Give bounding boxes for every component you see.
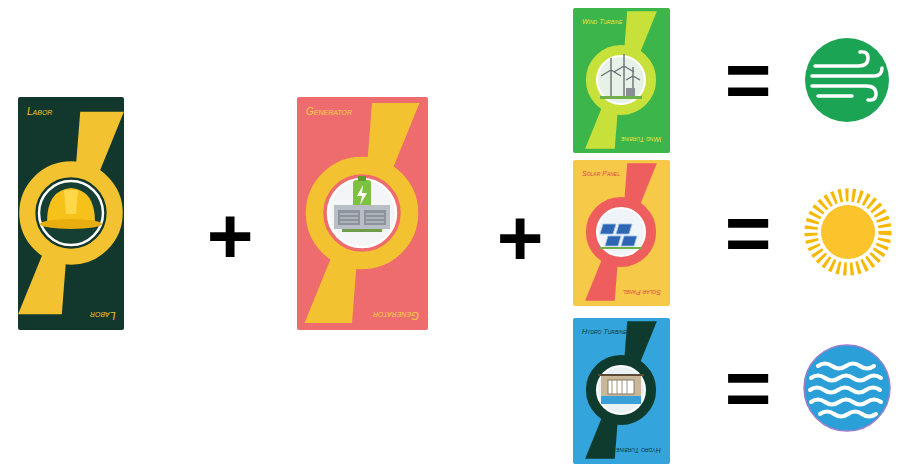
operator-sign: =: [725, 348, 772, 428]
card-title: Labor: [27, 107, 52, 117]
energy-card: Hydro TurbineHydro Turbine: [573, 318, 670, 464]
card-title: Solar Panel: [623, 289, 661, 296]
generator-building: [334, 205, 390, 229]
energy-card: LaborLabor: [18, 97, 124, 330]
operator-sign: +: [497, 198, 544, 278]
water-icon: [804, 345, 890, 431]
battery: [353, 180, 371, 210]
card-title: Hydro Turbine: [582, 328, 627, 335]
operator-sign: +: [207, 196, 254, 276]
wind-emblem: [585, 11, 657, 148]
solar-emblem: [585, 163, 657, 300]
wind-turbine: [601, 54, 640, 96]
card-title: Solar Panel: [582, 170, 620, 177]
card-title: Hydro Turbine: [616, 447, 661, 454]
generator-emblem: [305, 103, 420, 323]
operator-sign: =: [725, 40, 772, 120]
wind-icon: [805, 38, 889, 122]
card-title: Labor: [90, 310, 115, 320]
sun-icon: [804, 188, 892, 276]
labor-emblem: [18, 112, 124, 314]
hard-hat: [47, 188, 95, 222]
card-title: Wind Turbine: [621, 136, 661, 143]
dam-wall: [601, 376, 641, 404]
energy-card: Wind TurbineWind Turbine: [573, 8, 670, 153]
operator-sign: =: [725, 193, 772, 273]
energy-card: GeneratorGenerator: [297, 97, 428, 330]
card-title: Wind Turbine: [582, 18, 622, 25]
solar-panels: [600, 224, 637, 246]
card-title: Generator: [306, 107, 352, 117]
energy-card: Solar PanelSolar Panel: [573, 160, 670, 306]
hydro-emblem: [585, 321, 657, 458]
card-title: Generator: [373, 310, 419, 320]
